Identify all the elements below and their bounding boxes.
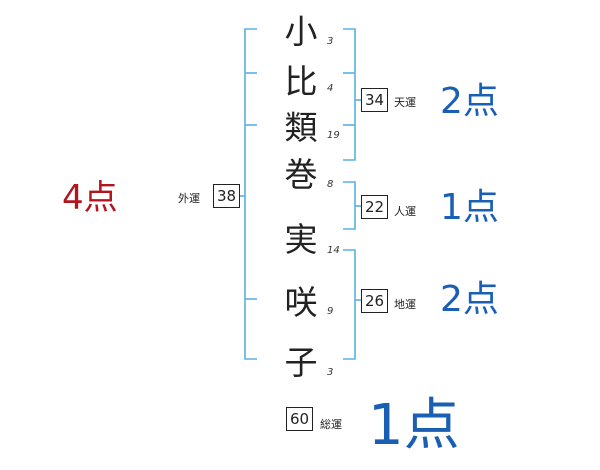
jinun-bracket bbox=[343, 181, 356, 230]
chiun-bracket bbox=[343, 249, 356, 360]
surname-char-3: 類 bbox=[284, 108, 318, 147]
surname-char-4: 巻 bbox=[284, 155, 318, 194]
gaiun-label: 外運 bbox=[178, 192, 200, 205]
surname-strokes-1: 3 bbox=[327, 36, 334, 47]
surname-strokes-3: 19 bbox=[327, 130, 340, 141]
tenun-label: 天運 bbox=[394, 96, 416, 109]
souun-label: 総運 bbox=[320, 418, 342, 431]
chiun-value-box: 26 bbox=[361, 289, 388, 313]
tenun-bracket bbox=[343, 28, 356, 161]
souun-value-box: 60 bbox=[286, 407, 313, 431]
surname-strokes-4: 8 bbox=[327, 179, 334, 190]
jinun-value-box: 22 bbox=[361, 195, 388, 219]
given-strokes-1: 14 bbox=[327, 245, 340, 256]
chiun-score: 2点 bbox=[440, 279, 499, 320]
chiun-label: 地運 bbox=[394, 298, 416, 311]
souun-score: 1点 bbox=[368, 393, 460, 458]
gaiun-score: 4点 bbox=[62, 178, 118, 218]
surname-char-2: 比 bbox=[284, 62, 318, 101]
surname-char-1: 小 bbox=[284, 12, 318, 51]
given-char-1: 実 bbox=[284, 220, 318, 259]
tenun-score: 2点 bbox=[440, 81, 499, 122]
gaiun-value-box: 38 bbox=[213, 184, 240, 208]
given-char-3: 子 bbox=[284, 343, 318, 382]
given-strokes-3: 3 bbox=[327, 367, 334, 378]
jinun-score: 1点 bbox=[440, 187, 499, 228]
surname-strokes-2: 4 bbox=[327, 83, 334, 94]
jinun-label: 人運 bbox=[394, 205, 416, 218]
tenun-value-box: 34 bbox=[361, 88, 388, 112]
given-strokes-2: 9 bbox=[327, 306, 334, 317]
given-char-2: 咲 bbox=[284, 283, 318, 322]
gaiun-bracket bbox=[244, 28, 257, 360]
